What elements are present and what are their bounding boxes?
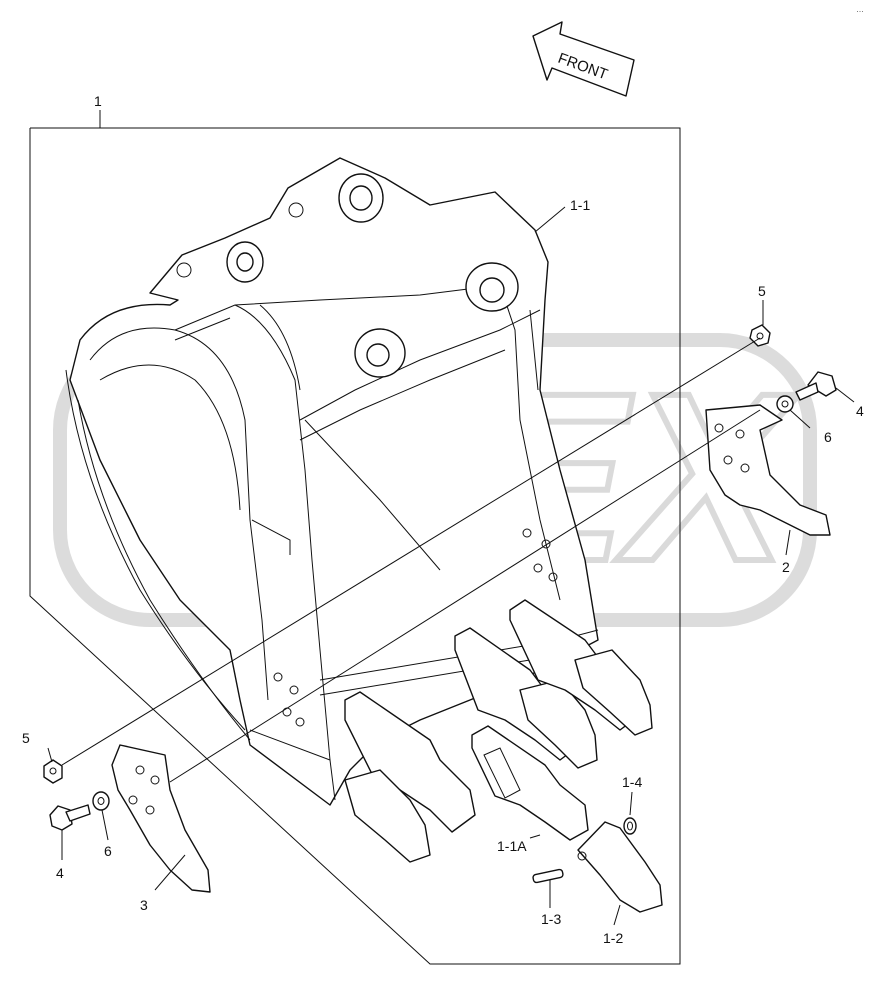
callout-washer-right: 6 <box>824 429 832 445</box>
washer-left <box>92 791 110 811</box>
callout-bolt-left: 4 <box>56 865 64 881</box>
callout-washer-left: 6 <box>104 843 112 859</box>
leader-lines <box>47 206 855 926</box>
tooth-point-detached <box>577 821 663 913</box>
callout-assembly: 1 <box>94 93 102 109</box>
bolt-left <box>49 804 91 831</box>
callout-lock-pin: 1-3 <box>541 911 561 927</box>
callout-bolt-right: 4 <box>856 403 864 419</box>
callout-side-cutter-left: 3 <box>140 897 148 913</box>
lock-pin <box>532 868 564 884</box>
callout-side-cutter-right: 2 <box>782 559 790 575</box>
bolt-right <box>795 371 837 401</box>
corner-mark: … <box>856 5 864 14</box>
tooth-2 <box>454 627 598 769</box>
callout-lock-washer: 1-4 <box>622 774 642 790</box>
bucket-teeth <box>344 599 663 913</box>
tooth-1 <box>344 691 476 863</box>
callout-tooth-point: 1-2 <box>603 930 623 946</box>
front-arrow: FRONT <box>532 21 635 97</box>
tooth-3 <box>509 599 653 736</box>
lock-washer <box>623 817 637 835</box>
callout-bucket-body: 1-1 <box>570 197 590 213</box>
side-cutter-left <box>111 744 211 893</box>
callout-tooth-adapter: 1-1A <box>497 838 527 854</box>
assembly-boundary <box>29 110 681 965</box>
callouts: 1 1-1 5 4 6 2 5 4 6 3 1-1A 1-3 1-2 1-4 <box>22 93 864 946</box>
callout-nut-right: 5 <box>758 283 766 299</box>
nut-left <box>43 759 63 784</box>
tooth-4-adapter <box>471 725 589 841</box>
washer-right <box>776 395 794 413</box>
callout-nut-left: 5 <box>22 730 30 746</box>
side-cutter-right <box>705 404 831 536</box>
